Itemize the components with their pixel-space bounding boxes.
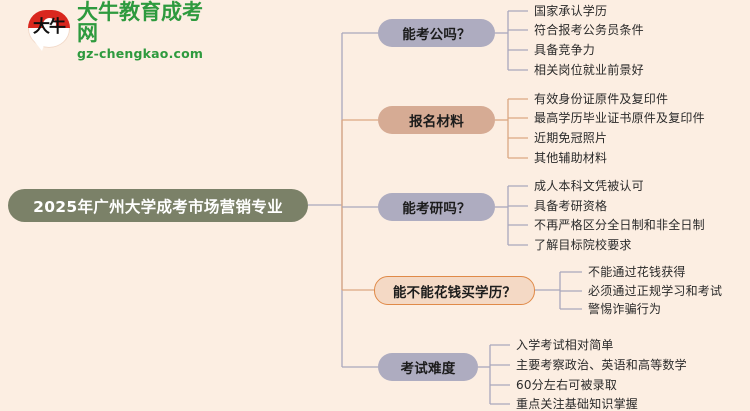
- leaf-4-3: 警惕诈骗行为: [588, 302, 662, 316]
- logo-bubble-icon: 大牛: [28, 10, 70, 52]
- leaf-4-1: 不能通过花钱获得: [588, 265, 686, 279]
- branch-node-3[interactable]: 能考研吗？: [378, 193, 495, 221]
- branch-node-4[interactable]: 能不能花钱买学历？: [374, 276, 535, 305]
- branch-node-5[interactable]: 考试难度: [378, 353, 478, 381]
- logo-title: 大牛教育成考网: [77, 0, 203, 45]
- logo-bubble-tail: [35, 42, 45, 51]
- leaf-2-1: 有效身份证原件及复印件: [534, 92, 669, 106]
- logo-url: gz-chengkao.com: [77, 45, 204, 61]
- leaf-5-4: 重点关注基础知识掌握: [516, 397, 639, 411]
- leaf-3-4: 了解目标院校要求: [534, 238, 632, 252]
- logo-text-block: 大牛教育成考网 gz-chengkao.com: [77, 0, 218, 61]
- logo-mark-text: 大牛: [33, 17, 66, 37]
- leaf-3-2: 具备考研资格: [534, 199, 608, 213]
- leaf-5-3: 60分左右可被录取: [516, 378, 618, 392]
- root-node[interactable]: 2025年广州大学成考市场营销专业: [8, 189, 308, 222]
- branch-node-1[interactable]: 能考公吗？: [378, 19, 495, 47]
- logo-cap-shape: [28, 10, 70, 28]
- leaf-2-4: 其他辅助材料: [534, 151, 608, 165]
- leaf-2-2: 最高学历毕业证书原件及复印件: [534, 111, 705, 125]
- branch-node-2[interactable]: 报名材料: [378, 106, 495, 134]
- leaf-3-3: 不再严格区分全日制和非全日制: [534, 218, 705, 232]
- leaf-5-2: 主要考察政治、英语和高等数学: [516, 358, 687, 372]
- leaf-1-2: 符合报考公务员条件: [534, 23, 644, 37]
- leaf-1-3: 具备竞争力: [534, 43, 596, 57]
- site-logo: 大牛 大牛教育成考网 gz-chengkao.com: [28, 1, 218, 59]
- leaf-1-1: 国家承认学历: [534, 4, 608, 18]
- leaf-2-3: 近期免冠照片: [534, 131, 608, 145]
- leaf-3-1: 成人本科文凭被认可: [534, 179, 644, 193]
- leaf-1-4: 相关岗位就业前景好: [534, 63, 644, 77]
- leaf-4-2: 必须通过正规学习和考试: [588, 284, 723, 298]
- leaf-5-1: 入学考试相对简单: [516, 338, 614, 352]
